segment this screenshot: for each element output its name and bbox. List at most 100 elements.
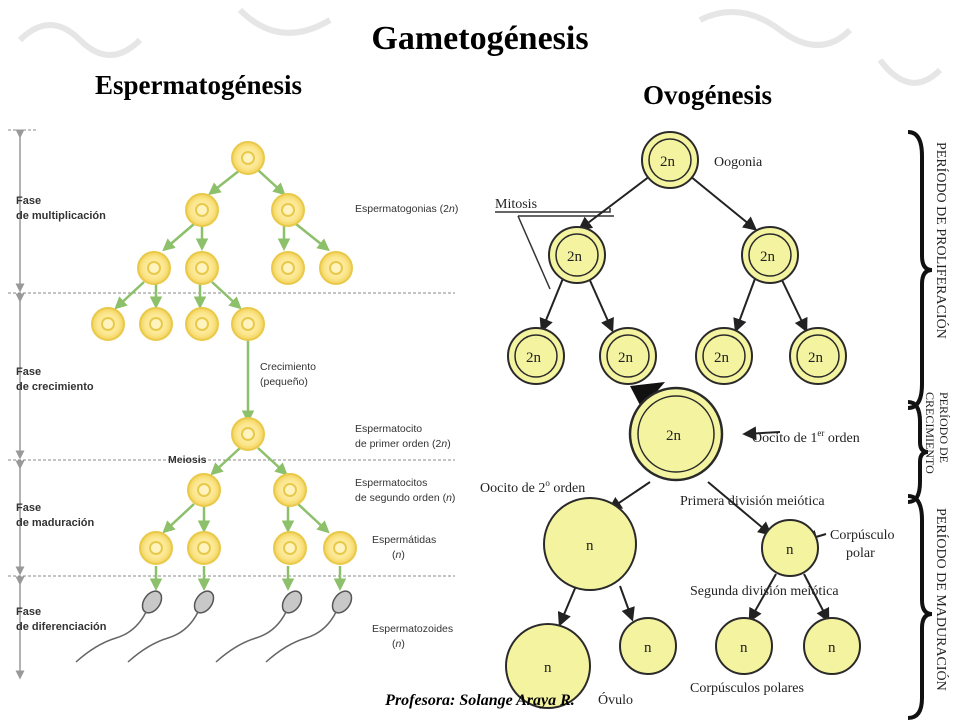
period-maduracion: PERÍODO DE MADURACIÓN [933, 508, 950, 691]
primary-oocyte: 2n [628, 386, 724, 482]
cell-level1 [231, 141, 265, 175]
ploidy-label: n [544, 660, 552, 676]
spermatogenesis-title: Espermatogénesis [95, 70, 302, 100]
sperm-cell [265, 590, 353, 663]
spermatid [323, 531, 357, 565]
label-primera-division: Primera división meiótica [680, 494, 825, 509]
ovo-arrows [539, 175, 830, 627]
ploidy-label: 2n [808, 350, 824, 366]
label-oogonia: Oogonia [714, 155, 763, 170]
phase-label-diferenciacion-1: Fase [16, 606, 41, 618]
phase-label-multiplicacion-2: de multiplicación [16, 210, 106, 222]
label-polar: polar [846, 546, 875, 561]
spermatogenesis-diagram: Fase de multiplicación Fase de crecimien… [8, 129, 458, 680]
phase-label-multiplicacion-1: Fase [16, 195, 41, 207]
cell-level4 [91, 307, 125, 341]
ploidy-label: 2n [660, 154, 676, 170]
spermatocyte-primary [231, 417, 265, 451]
ploidy-label: n [644, 640, 652, 656]
polar-body-1: n [761, 519, 819, 577]
label-crecimiento: Crecimiento [260, 361, 316, 373]
polar-body-small: n [619, 617, 677, 675]
cell-level3 [137, 251, 171, 285]
label-espermatocito-1: Espermatocito [355, 423, 422, 435]
spermatocyte-secondary [187, 473, 221, 507]
label-espermatidas-1: Espermátidas [372, 534, 436, 546]
oogonia-gen3: 2n [789, 327, 847, 385]
ploidy-label: 2n [526, 350, 542, 366]
ploidy-label: 2n [567, 249, 583, 265]
footer-author: Profesora: Solange Araya R. [385, 692, 575, 709]
ploidy-label: n [586, 538, 594, 554]
oogenesis-panel: Mitosis 2n 2n [480, 124, 960, 720]
ovo-cells: 2n 2n 2n 2n 2n 2n 2n [505, 131, 861, 709]
label-corpusculos-polares: Corpúsculos polares [690, 681, 804, 696]
polar-body-small: n [803, 617, 861, 675]
period-proliferacion: PERÍODO DE PROLIFERACIÓN [933, 142, 950, 339]
cell-level2 [271, 193, 305, 227]
oogenesis-title: Ovogénesis [643, 80, 773, 110]
ploidy-label: 2n [618, 350, 634, 366]
mitosis-bracket [495, 208, 611, 213]
ploidy-label: n [828, 640, 836, 656]
spermatozoa [75, 590, 353, 663]
period-crecimiento-1: PERÍODO DE [937, 392, 951, 463]
spermatid [187, 531, 221, 565]
transition-arrow [630, 382, 665, 409]
spermatocyte-secondary [273, 473, 307, 507]
phase-label-diferenciacion-2: de diferenciación [16, 621, 107, 633]
cell-level3 [185, 251, 219, 285]
secondary-oocyte: n [543, 497, 637, 591]
ovum: n [505, 623, 591, 709]
label-ovocito-2: Oocito de 2o orden [480, 478, 585, 496]
sperm-cell [75, 590, 163, 663]
spermatogenesis-panel: Fase de multiplicación Fase de crecimien… [0, 120, 478, 680]
label-espermatozoides-1: Espermatozoides [372, 623, 453, 635]
oogonia-gen3: 2n [599, 327, 657, 385]
cell-level3 [271, 251, 305, 285]
label-espermatocito-2: de primer orden (2n) [355, 438, 451, 450]
oogonia-cell: 2n [641, 131, 699, 189]
ploidy-label: 2n [760, 249, 776, 265]
spermatid [273, 531, 307, 565]
label-espermatidas-2: (n) [392, 549, 405, 561]
cell-level2 [185, 193, 219, 227]
label-corpusculo: Corpúsculo [830, 528, 895, 543]
ploidy-label: 2n [666, 428, 682, 444]
phase-label-crecimiento-2: de crecimiento [16, 381, 94, 393]
cell-level4 [185, 307, 219, 341]
oogonia-gen3: 2n [695, 327, 753, 385]
phase-label-maduracion-1: Fase [16, 502, 41, 514]
label-espermatozoides-2: (n) [392, 638, 405, 650]
label-espermatogonias: Espermatogonias (2n) [355, 203, 458, 215]
cell-level4 [231, 307, 265, 341]
period-braces [907, 130, 933, 720]
sperm-cell [127, 590, 215, 663]
mitosis-cell-right: 2n [741, 226, 799, 284]
sperm-cell [215, 590, 303, 663]
oogonia-gen3: 2n [507, 327, 565, 385]
ploidy-label: n [740, 640, 748, 656]
page-title: Gametogénesis [371, 20, 589, 57]
mitosis-cell-left: 2n [548, 226, 606, 284]
cell-level4 [139, 307, 173, 341]
polar-body-small: n [715, 617, 773, 675]
oogenesis-diagram: Mitosis 2n 2n [480, 130, 951, 720]
sperm-cells [91, 141, 357, 565]
period-crecimiento-2: CRECIMIENTO [923, 392, 937, 474]
ploidy-label: n [786, 542, 794, 558]
label-pequeno: (pequeño) [260, 376, 308, 388]
cell-level3 [319, 251, 353, 285]
sperm-arrows [114, 169, 347, 591]
label-segunda-division: Segunda división meiótica [690, 584, 839, 599]
label-espermatocitos-2: de segundo orden (n) [355, 492, 455, 504]
ploidy-label: 2n [714, 350, 730, 366]
label-meiosis: Meiosis [168, 454, 207, 466]
label-mitosis: Mitosis [495, 197, 537, 212]
spermatid [139, 531, 173, 565]
label-ovulo: Óvulo [598, 691, 633, 708]
phase-label-crecimiento-1: Fase [16, 366, 41, 378]
label-ovocito-1: Oocito de 1er orden [752, 428, 860, 446]
phase-label-maduracion-2: de maduración [16, 517, 95, 529]
label-espermatocitos-1: Espermatocitos [355, 477, 427, 489]
